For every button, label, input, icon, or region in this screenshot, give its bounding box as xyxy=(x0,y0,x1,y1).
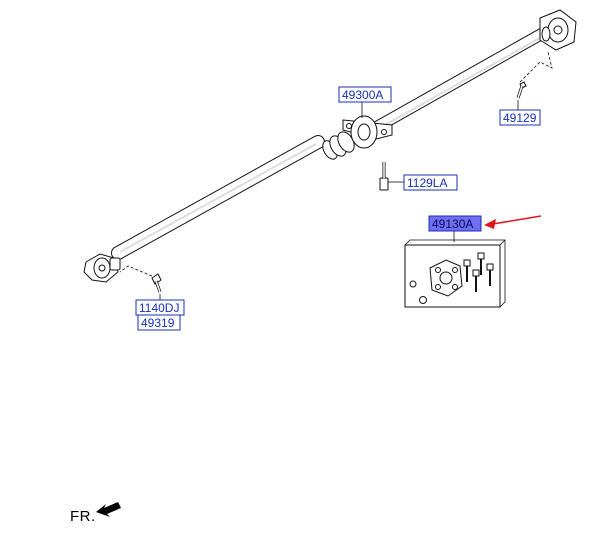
bolt-1140DJ xyxy=(151,273,162,293)
rear-universal-joint xyxy=(83,253,121,283)
front-direction-arrow-icon xyxy=(96,502,121,517)
bolt-1140DJ-hidden-line xyxy=(119,265,153,277)
callout-49129-label: 49129 xyxy=(503,111,537,125)
pointer-arrow xyxy=(484,215,542,229)
drive-shaft-rear-tube xyxy=(111,135,325,260)
bolt-49129-hidden-line xyxy=(519,51,553,83)
callout-49300A[interactable]: 49300A xyxy=(338,86,392,103)
bolt-49129 xyxy=(516,81,527,99)
callout-49319[interactable]: 49319 xyxy=(137,314,181,331)
drive-shaft-front-tube xyxy=(369,26,551,134)
bolt-1129LA xyxy=(379,162,389,191)
front-flex-coupling xyxy=(539,9,577,51)
center-bearing xyxy=(342,115,393,149)
callout-1140DJ[interactable]: 1140DJ xyxy=(135,299,185,316)
callout-49129[interactable]: 49129 xyxy=(499,109,541,126)
callout-1140DJ-label: 1140DJ xyxy=(139,301,179,315)
coupling-kit-contents xyxy=(409,252,494,304)
callout-49130A-label: 49130A xyxy=(432,217,473,231)
front-direction-label: FR. xyxy=(70,508,96,525)
callout-49300A-label: 49300A xyxy=(342,88,383,102)
slip-joint xyxy=(322,131,355,160)
callout-49319-label: 49319 xyxy=(141,316,175,330)
callout-49130A[interactable]: 49130A xyxy=(428,215,482,232)
callout-1129LA[interactable]: 1129LA xyxy=(403,174,458,191)
callout-1129LA-label: 1129LA xyxy=(407,176,447,190)
